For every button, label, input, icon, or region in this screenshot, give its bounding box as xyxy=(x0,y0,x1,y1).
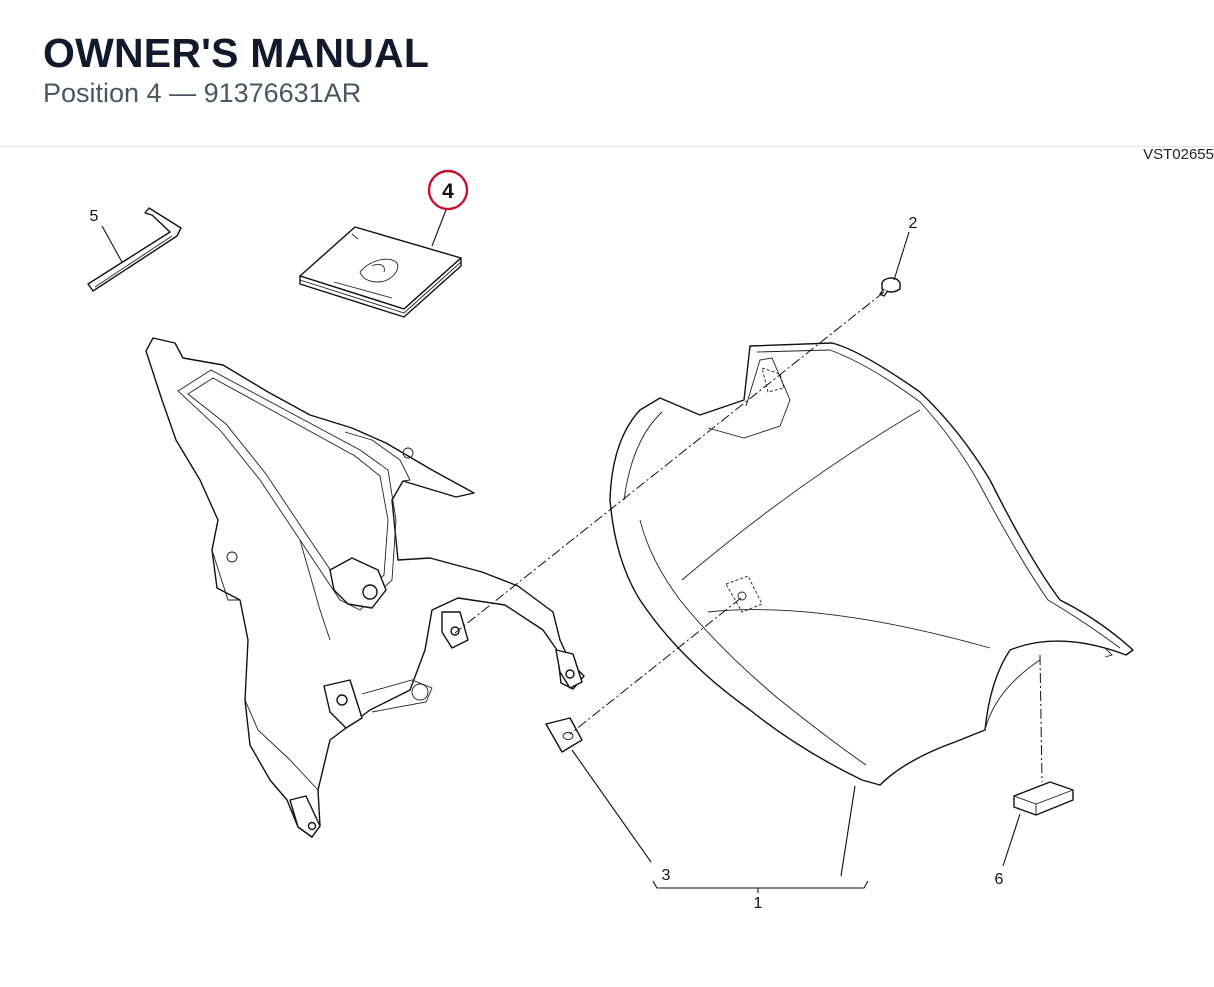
seat-drawing xyxy=(609,342,1134,786)
highlighted-callout-4: 4 xyxy=(427,169,469,211)
tail-frame-drawing xyxy=(145,337,585,838)
page-header: OWNER'S MANUAL Position 4 — 91376631AR xyxy=(0,0,1214,147)
part-label-6: 6 xyxy=(995,871,1004,888)
part-label-3: 3 xyxy=(662,867,671,884)
callout-ring xyxy=(427,169,469,211)
page-subtitle: Position 4 — 91376631AR xyxy=(43,78,362,108)
part-label-1: 1 xyxy=(754,895,763,912)
rubber-pad-drawing xyxy=(1013,781,1074,816)
manual-booklet-drawing xyxy=(299,226,462,318)
assembly-lines xyxy=(454,291,1043,783)
plate-drawing xyxy=(545,717,583,753)
part-label-5: 5 xyxy=(90,208,99,225)
part-labels: 5 2 3 1 6 xyxy=(90,208,1004,912)
leader-lines xyxy=(101,209,1021,893)
part-label-2: 2 xyxy=(909,215,918,232)
drawing-code: VST02655 xyxy=(1143,146,1214,163)
part-label-4: 4 xyxy=(442,180,454,203)
hex-key-drawing xyxy=(87,207,182,292)
page-title: OWNER'S MANUAL xyxy=(43,30,430,76)
